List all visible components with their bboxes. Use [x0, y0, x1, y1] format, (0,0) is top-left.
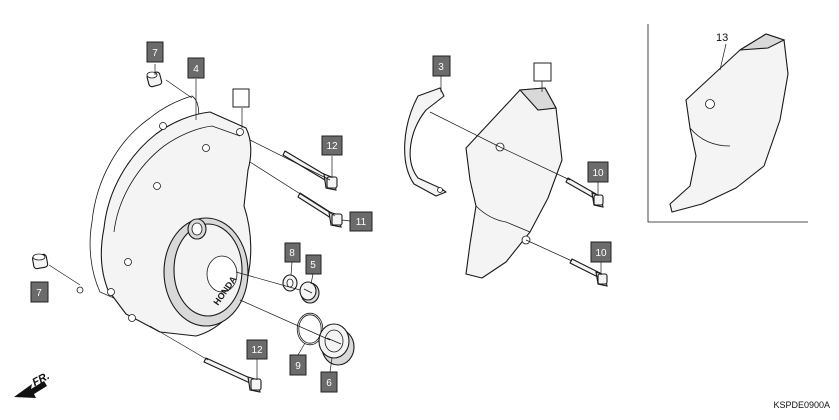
sealing-washer [282, 274, 298, 292]
svg-text:8: 8 [289, 248, 295, 259]
bolt-12-top [282, 150, 338, 191]
leader-lines [48, 43, 727, 380]
svg-text:10: 10 [595, 248, 607, 259]
left-crankcase-cover: HONDA [76, 95, 252, 337]
cover-bolt-bosses [76, 122, 244, 322]
callout-12-bottom: 12 [246, 339, 268, 360]
front-direction-arrow-icon [14, 381, 47, 398]
bolt-12-bottom [203, 357, 262, 393]
o-ring [296, 312, 324, 346]
svg-text:10: 10 [592, 168, 604, 179]
svg-text:11: 11 [356, 217, 367, 228]
svg-text:5: 5 [310, 260, 316, 271]
callout-5: 5 [305, 254, 322, 275]
sprocket-cover [465, 87, 563, 279]
bolt-10-bottom [569, 258, 608, 287]
callout-4: 4 [187, 57, 205, 79]
callout-13: 13 [716, 32, 728, 44]
bolt-11 [297, 192, 343, 228]
inset-panel [647, 24, 808, 223]
callout-9: 9 [289, 354, 307, 376]
svg-text:12: 12 [326, 141, 338, 152]
callout-7-top: 7 [146, 41, 164, 63]
dowel-pin-top [146, 71, 163, 88]
crankshaft-hole-cap [318, 323, 355, 366]
dowel-pin-left [31, 253, 49, 270]
svg-text:7: 7 [36, 288, 42, 299]
timing-hole-cap [299, 281, 320, 304]
sprocket-cover-type-2 [669, 33, 789, 213]
callout-8: 8 [284, 242, 301, 263]
svg-text:4: 4 [193, 64, 199, 75]
callout-10-top: 10 [587, 161, 609, 183]
cover-flange [113, 125, 241, 233]
svg-text:9: 9 [295, 361, 301, 372]
callout-10-bottom: 10 [590, 241, 612, 263]
svg-text:12: 12 [251, 345, 263, 356]
callout-6: 6 [320, 371, 338, 393]
svg-text:6: 6 [326, 378, 332, 389]
callout-7-left: 7 [30, 281, 49, 303]
svg-text:7: 7 [152, 48, 158, 59]
callout-empty-sprocket [533, 62, 552, 82]
callout-11: 11 [349, 211, 373, 232]
callout-12-top: 12 [321, 135, 343, 156]
callout-empty-cover [232, 88, 250, 108]
chain-guide-plate [404, 87, 447, 197]
page-code: KSPDE0900A [773, 400, 830, 410]
bolt-10-top [565, 177, 604, 208]
svg-text:3: 3 [438, 62, 444, 73]
callout-3: 3 [432, 55, 451, 77]
cover-center-hole [206, 255, 238, 293]
